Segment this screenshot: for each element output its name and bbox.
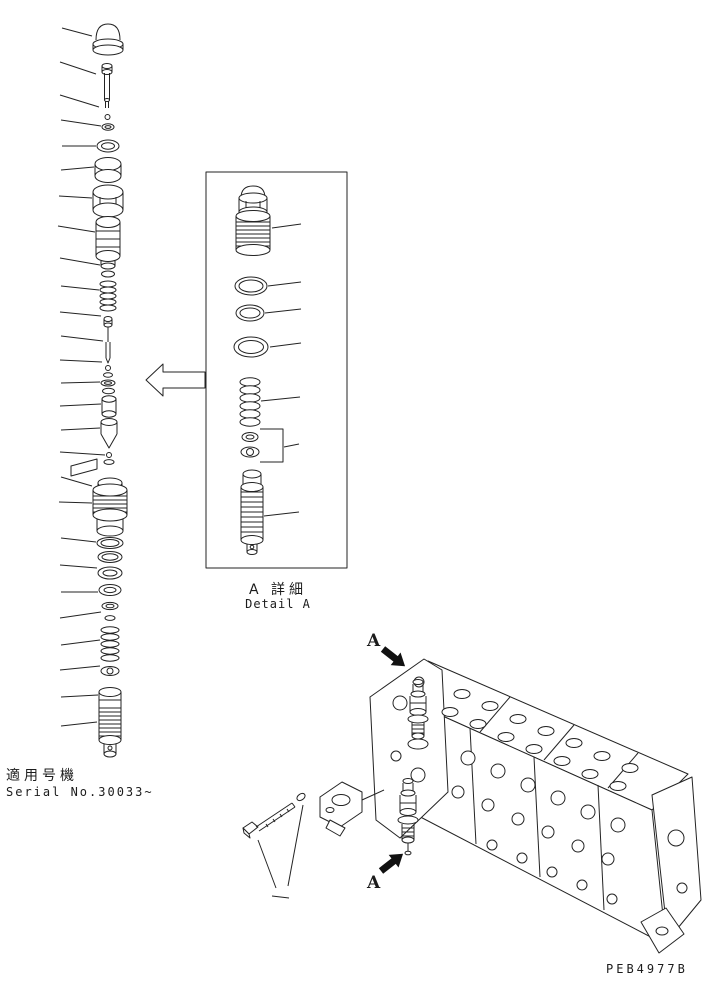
part-gland bbox=[94, 157, 122, 183]
part-oring-c bbox=[98, 584, 122, 596]
part-hex-nut bbox=[92, 184, 124, 218]
mounting-bolt bbox=[242, 792, 306, 839]
part-tiny-ring bbox=[103, 372, 113, 378]
detail-part-spring bbox=[239, 377, 261, 427]
serial-number-note: Serial No.30033~ bbox=[6, 785, 154, 799]
section-marker-a-top: A bbox=[367, 631, 381, 651]
bolt-leader-lines bbox=[257, 804, 304, 899]
reference-arrow-left bbox=[145, 363, 206, 397]
part-oring-b bbox=[97, 566, 123, 580]
exploded-parts-column bbox=[70, 23, 128, 758]
part-backup-ring bbox=[96, 537, 124, 549]
applicability-note-jp: 適用号機 bbox=[6, 768, 78, 784]
part-ball bbox=[104, 114, 111, 120]
part-cartridge bbox=[92, 477, 128, 537]
part-ring-2 bbox=[102, 387, 115, 395]
block-left-flange bbox=[369, 658, 449, 839]
detail-leader-lines bbox=[260, 223, 302, 517]
leader-lines-left bbox=[57, 27, 106, 727]
block-front-ports bbox=[451, 750, 626, 905]
part-ring bbox=[96, 139, 120, 153]
mounting-bracket bbox=[319, 781, 385, 837]
detail-part-oring-2 bbox=[235, 304, 265, 322]
detail-part-plug bbox=[235, 185, 271, 256]
detail-title-en: Detail A bbox=[245, 597, 311, 611]
pilot-valve-top bbox=[407, 679, 429, 750]
detail-a-view bbox=[205, 171, 348, 569]
block-top-ports bbox=[441, 689, 639, 791]
part-cap bbox=[92, 23, 124, 56]
part-tag-flag bbox=[70, 458, 98, 477]
part-seal-ring bbox=[101, 270, 115, 278]
detail-part-oring-3 bbox=[233, 336, 269, 358]
detail-part-valve bbox=[240, 469, 264, 555]
detail-a-border bbox=[205, 171, 348, 569]
part-small-cylinder bbox=[101, 395, 117, 418]
part-tiny-ring-2 bbox=[103, 459, 115, 465]
part-stem bbox=[101, 63, 113, 108]
part-spring-upper bbox=[99, 280, 117, 312]
section-arrow-top bbox=[380, 646, 406, 667]
drawing-number: PEB4977B bbox=[606, 962, 688, 976]
detail-title-jp: A 詳細 bbox=[248, 582, 308, 598]
part-ball-3 bbox=[106, 452, 112, 458]
part-ball-2 bbox=[105, 365, 111, 371]
section-arrow-bottom bbox=[378, 853, 404, 874]
part-poppet bbox=[100, 418, 118, 449]
part-small-oring bbox=[101, 123, 115, 131]
part-needle bbox=[103, 316, 113, 364]
part-spring-lower bbox=[100, 626, 120, 662]
pilot-valve-bottom bbox=[397, 778, 419, 856]
section-marker-a-bottom: A bbox=[367, 873, 381, 893]
block-end-cap bbox=[640, 776, 702, 954]
part-oring-a bbox=[97, 551, 123, 563]
part-tiny-ring-3 bbox=[104, 615, 116, 621]
part-sleeve bbox=[95, 216, 121, 270]
detail-part-seats bbox=[240, 428, 284, 463]
valve-block-assembly bbox=[242, 658, 702, 954]
part-small-ring bbox=[101, 601, 119, 611]
part-bottom-cartridge bbox=[98, 687, 122, 758]
part-washer bbox=[100, 379, 116, 387]
detail-part-oring-1 bbox=[234, 276, 268, 296]
part-seat-ring bbox=[100, 666, 120, 676]
